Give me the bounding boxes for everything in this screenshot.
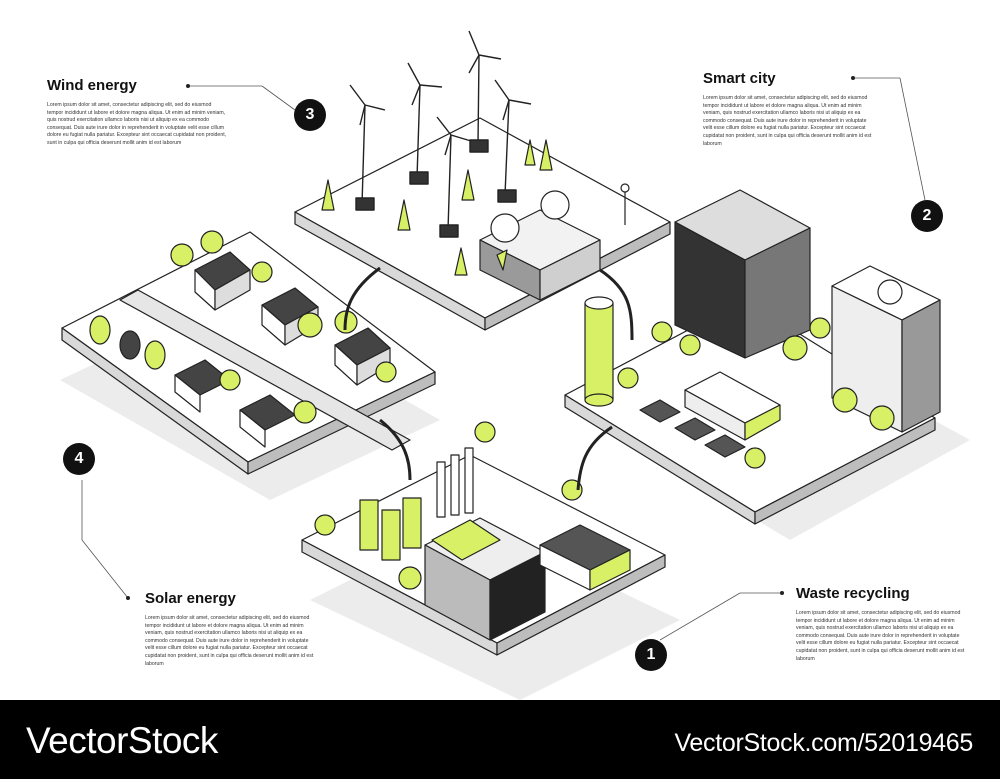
isometric-scene-illustration	[60, 30, 970, 700]
wind-energy-title: Wind energy	[47, 77, 137, 94]
solar-energy-label: Solar energy Lorem ipsum dolor sit amet,…	[145, 590, 315, 668]
smart-city-body: Lorem ipsum dolor sit amet, consectetur …	[703, 95, 872, 147]
smart-city-label: Smart city Lorem ipsum dolor sit amet, c…	[703, 70, 873, 148]
smart-city-number-badge: 2	[911, 200, 943, 232]
wind-energy-label: Wind energy Lorem ipsum dolor sit amet, …	[47, 77, 227, 148]
recycling-platform	[301, 421, 666, 656]
waste-recycling-label: Waste recycling Lorem ipsum dolor sit am…	[796, 585, 966, 663]
waste-recycling-number-badge: 1	[635, 639, 667, 671]
wind-platform	[294, 30, 671, 331]
solar-energy-title: Solar energy	[145, 590, 236, 607]
wind-energy-body: Lorem ipsum dolor sit amet, consectetur …	[47, 102, 227, 146]
watermark-brand: VectorStock	[26, 720, 218, 761]
watermark-footer-bar: VectorStock VectorStock.com/52019465	[0, 700, 1000, 779]
solar-energy-number-badge: 4	[63, 443, 95, 475]
connecting-cables	[343, 266, 634, 491]
smart-city-title: Smart city	[703, 70, 776, 87]
watermark-image-id: VectorStock.com/52019465	[674, 729, 973, 757]
smart-city-platform	[564, 189, 941, 525]
solar-platform	[61, 230, 436, 475]
waste-recycling-body: Lorem ipsum dolor sit amet, consectetur …	[796, 610, 965, 662]
wind-energy-number-badge: 3	[294, 99, 326, 131]
leader-lines	[81, 77, 926, 641]
waste-recycling-title: Waste recycling	[796, 585, 910, 602]
solar-energy-body: Lorem ipsum dolor sit amet, consectetur …	[145, 615, 314, 667]
